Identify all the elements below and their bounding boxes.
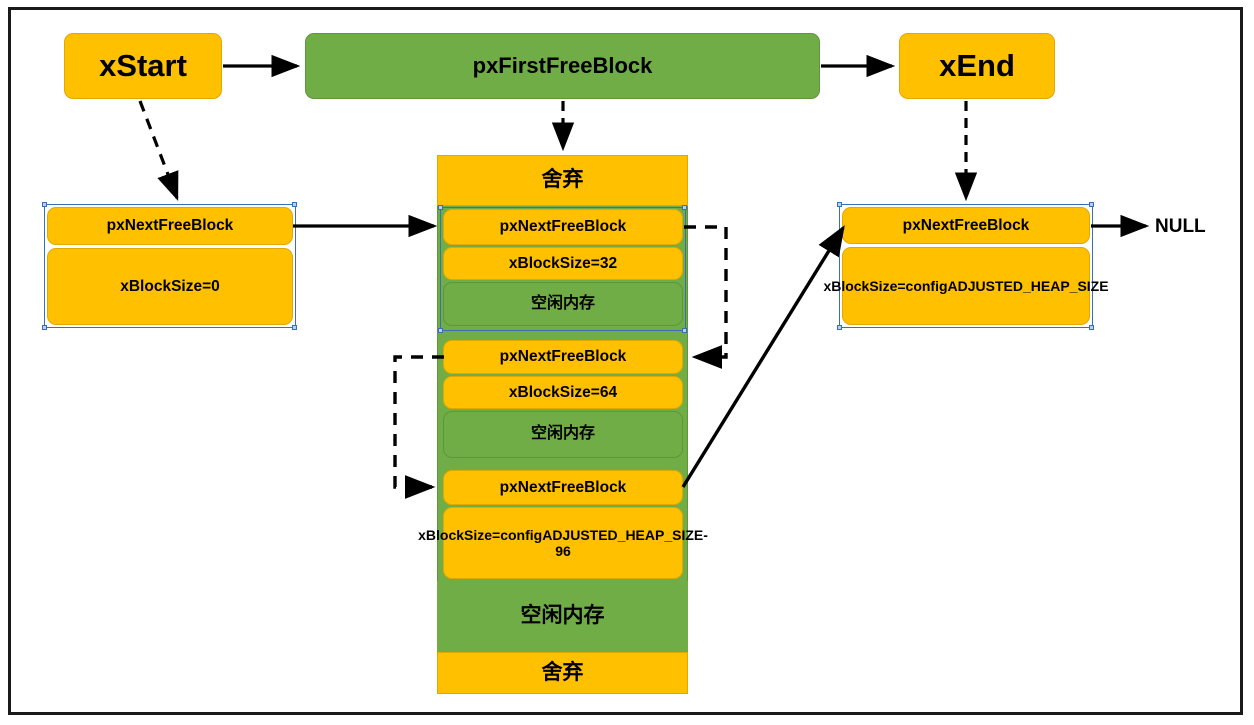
block-2-size[interactable]: xBlockSize=64 bbox=[443, 376, 683, 409]
start-block-next-pointer[interactable]: pxNextFreeBlock bbox=[47, 207, 293, 245]
block-2-size-label: xBlockSize=64 bbox=[508, 383, 618, 401]
center-bottom-discard-label: 舍弃 bbox=[541, 660, 584, 684]
block-3-next-pointer[interactable]: pxNextFreeBlock bbox=[443, 470, 683, 505]
selection-handle bbox=[1089, 325, 1094, 330]
node-xend-label: xEnd bbox=[939, 48, 1015, 84]
center-top-discard-label: 舍弃 bbox=[541, 168, 584, 192]
start-block-next-pointer-label: pxNextFreeBlock bbox=[106, 217, 234, 235]
block-2-free-memory-label: 空闲内存 bbox=[530, 425, 595, 443]
center-trailing-free-memory: 空闲内存 bbox=[437, 581, 688, 652]
selection-handle bbox=[438, 205, 443, 210]
selection-handle bbox=[42, 202, 47, 207]
block-2-next-pointer-label: pxNextFreeBlock bbox=[499, 348, 627, 366]
block-3-next-pointer-label: pxNextFreeBlock bbox=[499, 478, 627, 496]
selection-handle bbox=[682, 328, 687, 333]
block-3-size-label: xBlockSize=configADJUSTED_HEAP_SIZE-96 bbox=[418, 526, 708, 559]
selection-handle bbox=[682, 205, 687, 210]
block-1-next-pointer-label: pxNextFreeBlock bbox=[499, 218, 627, 236]
block-1-free-memory-label: 空闲内存 bbox=[530, 294, 595, 312]
selection-handle bbox=[292, 202, 297, 207]
selection-handle bbox=[438, 328, 443, 333]
block-1-next-pointer[interactable]: pxNextFreeBlock bbox=[443, 209, 683, 245]
selection-handle bbox=[42, 325, 47, 330]
node-xend[interactable]: xEnd bbox=[899, 33, 1055, 99]
selection-handle bbox=[837, 325, 842, 330]
block-1-free-memory: 空闲内存 bbox=[443, 282, 683, 326]
node-pxfirstfreeblock[interactable]: pxFirstFreeBlock bbox=[305, 33, 820, 99]
selection-handle bbox=[1089, 202, 1094, 207]
center-bottom-discard: 舍弃 bbox=[437, 652, 688, 694]
start-block-size[interactable]: xBlockSize=0 bbox=[47, 248, 293, 325]
block-3-size[interactable]: xBlockSize=configADJUSTED_HEAP_SIZE-96 bbox=[418, 507, 708, 579]
node-pxfirstfreeblock-label: pxFirstFreeBlock bbox=[472, 53, 653, 79]
end-block-size-label: xBlockSize=configADJUSTED_HEAP_SIZE bbox=[823, 277, 1109, 294]
block-2-next-pointer[interactable]: pxNextFreeBlock bbox=[443, 340, 683, 374]
selection-handle bbox=[837, 202, 842, 207]
end-block-size[interactable]: xBlockSize=configADJUSTED_HEAP_SIZE bbox=[823, 247, 1109, 325]
node-xstart[interactable]: xStart bbox=[64, 33, 222, 99]
block-1-size-label: xBlockSize=32 bbox=[508, 254, 618, 272]
start-block-size-label: xBlockSize=0 bbox=[120, 277, 220, 295]
node-xstart-label: xStart bbox=[99, 48, 187, 84]
center-trailing-free-memory-label: 空闲内存 bbox=[520, 604, 605, 628]
end-block-next-pointer-label: pxNextFreeBlock bbox=[902, 216, 1030, 234]
block-2-free-memory: 空闲内存 bbox=[443, 411, 683, 458]
null-label: NULL bbox=[1155, 216, 1206, 237]
end-block-next-pointer[interactable]: pxNextFreeBlock bbox=[842, 207, 1090, 244]
selection-handle bbox=[292, 325, 297, 330]
block-1-size[interactable]: xBlockSize=32 bbox=[443, 247, 683, 280]
center-top-discard: 舍弃 bbox=[437, 155, 688, 206]
